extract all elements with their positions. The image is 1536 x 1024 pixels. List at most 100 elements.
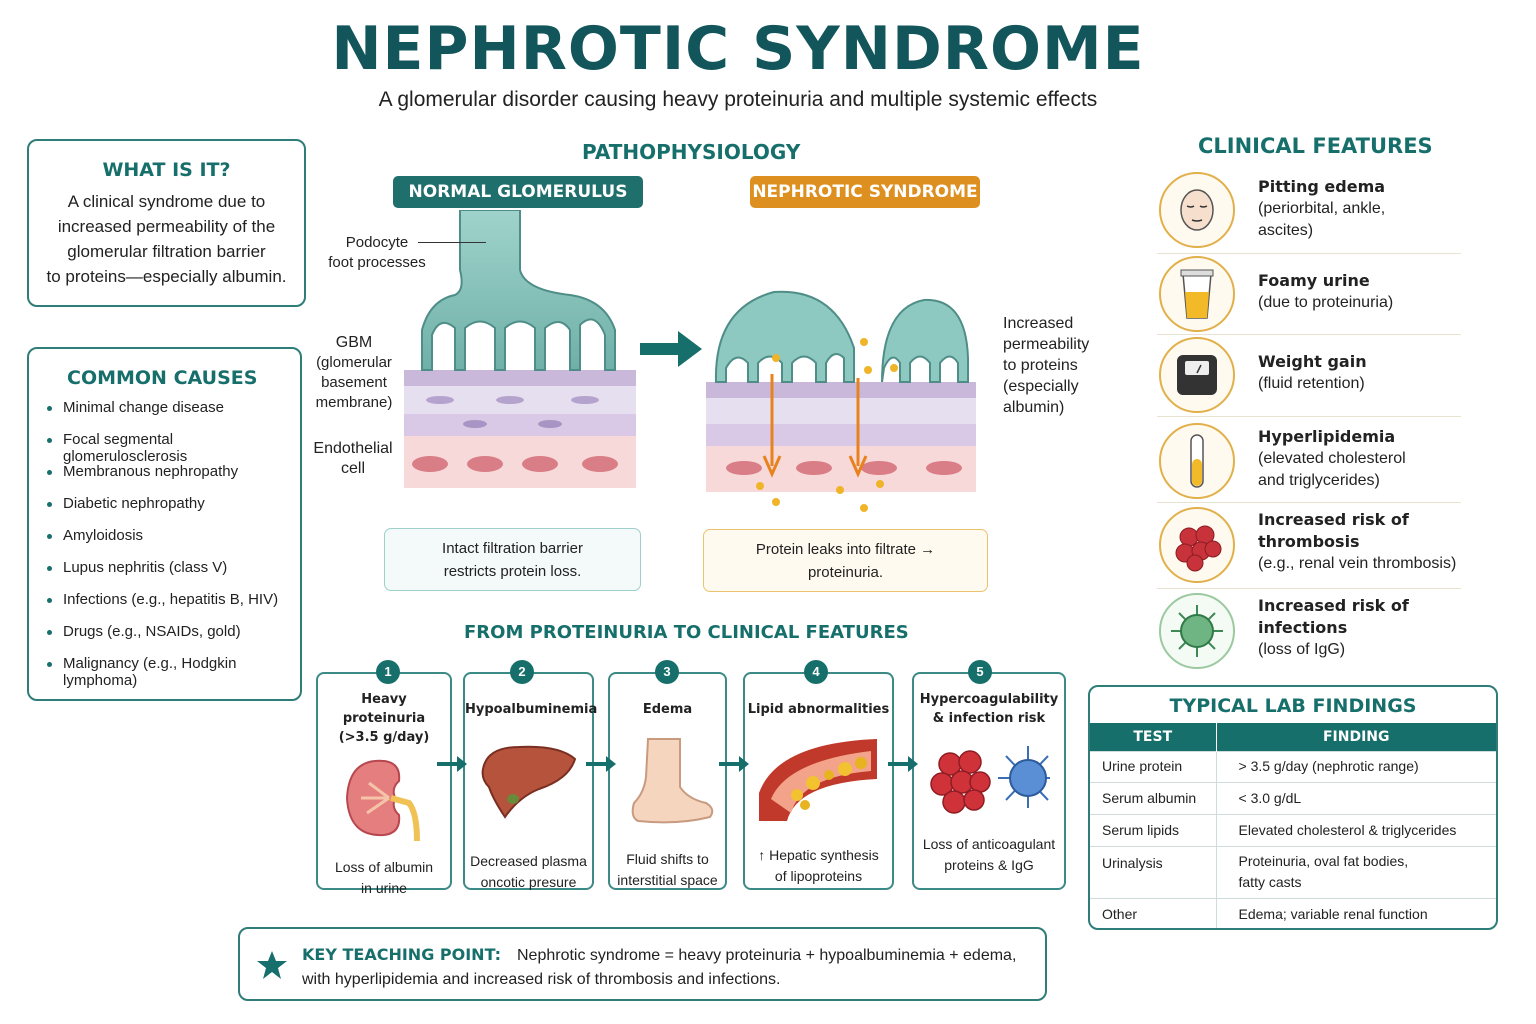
lab-col-finding: FINDING [1216,723,1496,751]
clinical-features-heading: CLINICAL FEATURES [1198,134,1433,158]
clot-and-virus-icon [930,746,1050,814]
what-is-it-line: to proteins—especially albumin. [46,267,287,286]
clinical-feature-item: Hyperlipidemia (elevated cholesterol and… [1157,417,1461,503]
flow-step-title: Hypercoagulability & infection risk [914,690,1064,728]
clinical-feature-text: Increased risk of infections (loss of Ig… [1258,595,1409,661]
endothelial-label-line: cell [340,460,365,477]
lab-test-cell: Serum lipids [1090,813,1217,846]
flow-step-desc-line: oncotic presure [480,874,577,890]
page-subtitle: A glomerular disorder causing heavy prot… [378,88,1098,111]
lab-finding-cell: > 3.5 g/day (nephrotic range) [1216,750,1496,782]
nephrotic-syndrome-label: NEPHROTIC SYNDROME [750,176,980,208]
lab-finding-cell: Edema; variable renal function [1216,897,1496,928]
clinical-feature-item: Pitting edema (periorbital, ankle, ascit… [1157,168,1461,254]
clinical-feature-text: Weight gain (fluid retention) [1258,351,1367,395]
table-row: Other Edema; variable renal function [1090,897,1496,928]
flow-step-title-line: Edema [642,702,693,717]
normal-note-line: restricts protein loss. [443,562,582,580]
normal-glomerulus-illustration [404,210,636,488]
podocyte-label: Podocyte foot processes [322,233,432,273]
lab-finding-cell: < 3.0 g/dL [1216,781,1496,814]
table-row: Urine protein > 3.5 g/day (nephrotic ran… [1090,750,1496,782]
lab-table-header: TEST FINDING [1090,723,1496,751]
flow-step-title-line: Heavy proteinuria [342,692,426,726]
endothelial-label: Endothelial cell [310,439,396,479]
normal-note: Intact filtration barrier restricts prot… [384,528,641,591]
what-is-it-line: glomerular filtration barrier [67,242,266,261]
clinical-feature-name: Weight gain [1258,352,1367,371]
clinical-feature-desc: ascites) [1258,222,1314,239]
cause-item: Drugs (e.g., NSAIDs, gold) [45,623,300,655]
face-icon [1159,172,1235,248]
test-tube-icon [1159,423,1235,499]
liver-icon [481,745,576,819]
clinical-feature-item: Increased risk of infections (loss of Ig… [1157,589,1461,675]
gbm-label-line: basement [321,374,387,391]
what-is-it-text: A clinical syndrome due to increased per… [29,189,304,289]
flow-step-title-line: Hypoalbuminemia [465,702,598,717]
common-causes-heading: COMMON CAUSES [67,367,258,389]
scale-icon [1159,337,1235,413]
permeability-label-line: to proteins [1003,357,1078,374]
nephrotic-glomerulus-illustration [706,290,976,512]
cause-item: Amyloidosis [45,527,300,559]
permeability-label-line: albumin) [1003,399,1065,416]
flow-step-desc: Loss of anticoagulant proteins & IgG [914,834,1064,876]
flow-step-desc: Fluid shifts to interstitial space [610,849,725,891]
flow-step-5: Hypercoagulability & infection risk Loss… [912,672,1066,890]
what-is-it-card: WHAT IS IT? A clinical syndrome due to i… [27,139,306,307]
endothelial-label-line: Endothelial [313,440,393,457]
urine-cup-icon [1159,256,1235,332]
flow-step-desc-line: Decreased plasma [470,853,587,869]
permeability-label-line: (especially [1003,378,1079,395]
page-title: NEPHROTIC SYNDROME [331,14,1145,84]
lab-test-cell: Other [1090,897,1217,928]
transition-arrow-icon [640,331,702,367]
common-causes-card: COMMON CAUSES Minimal change disease Foc… [27,347,302,701]
flow-step-desc: Loss of albumin in urine [318,857,450,899]
clinical-feature-list: Pitting edema (periorbital, ankle, ascit… [1157,168,1461,675]
flow-step-1: Heavy proteinuria (>3.5 g/day) Loss of a… [316,672,452,896]
what-is-it-line: increased permeability of the [57,217,276,236]
flow-heading: FROM PROTEINURIA TO CLINICAL FEATURES [464,622,909,643]
cause-item: Lupus nephritis (class V) [45,559,300,591]
cause-item: Focal segmental glomerulosclerosis [45,431,300,465]
flow-step-title: Heavy proteinuria (>3.5 g/day) [318,690,450,747]
flow-step-title: Hypoalbuminemia [465,700,598,719]
flow-arrow-icon [437,756,467,772]
virus-icon [1159,593,1235,669]
flow-step-desc-line: ↑ Hepatic synthesis [758,847,879,863]
key-point-text: KEY TEACHING POINT:Nephrotic syndrome = … [302,943,1016,992]
gbm-label-line: GBM [335,334,373,351]
what-is-it-line: A clinical syndrome due to [67,192,266,211]
cause-item: Diabetic nephropathy [45,495,300,527]
flow-step-number: 3 [655,660,679,684]
clinical-feature-desc: (loss of IgG) [1258,641,1346,658]
what-is-it-heading: WHAT IS IT? [102,159,231,181]
clinical-feature-desc: (periorbital, ankle, [1258,200,1386,217]
flow-step-title-line: & infection risk [932,711,1046,726]
flow-step-4: Lipid abnormalities ↑ Hepatic synthesis … [743,672,894,890]
flow-step-number: 1 [376,660,400,684]
flow-step-desc-line: interstitial space [617,872,718,888]
flow-step-title: Lipid abnormalities [745,700,892,719]
clinical-feature-item: Weight gain (fluid retention) [1157,335,1461,417]
clinical-feature-text: Hyperlipidemia (elevated cholesterol and… [1258,426,1406,492]
flow-step-number: 5 [968,660,992,684]
lab-test-cell: Serum albumin [1090,781,1217,814]
lab-test-cell: Urinalysis [1090,845,1217,898]
clinical-feature-desc: (elevated cholesterol [1258,450,1406,467]
permeability-label: Increased permeability to proteins (espe… [1003,313,1089,418]
flow-step-desc: Decreased plasma oncotic presure [465,851,592,893]
cause-item: Membranous nephropathy [45,463,300,495]
lab-findings-heading: TYPICAL LAB FINDINGS [1169,695,1417,717]
clinical-feature-name: Pitting edema [1258,177,1386,196]
nephrotic-note: Protein leaks into filtrate → proteinuri… [703,529,988,592]
clinical-feature-desc: and triglycerides) [1258,472,1380,489]
clinical-feature-item: Increased risk of thrombosis (e.g., rena… [1157,503,1461,589]
nephrotic-note-line: Protein leaks into filtrate → [755,540,936,558]
flow-arrow-icon [719,756,749,772]
clinical-feature-name: infections [1258,618,1348,637]
cause-item: Infections (e.g., hepatitis B, HIV) [45,591,300,623]
clinical-feature-text: Foamy urine (due to proteinuria) [1258,270,1393,314]
